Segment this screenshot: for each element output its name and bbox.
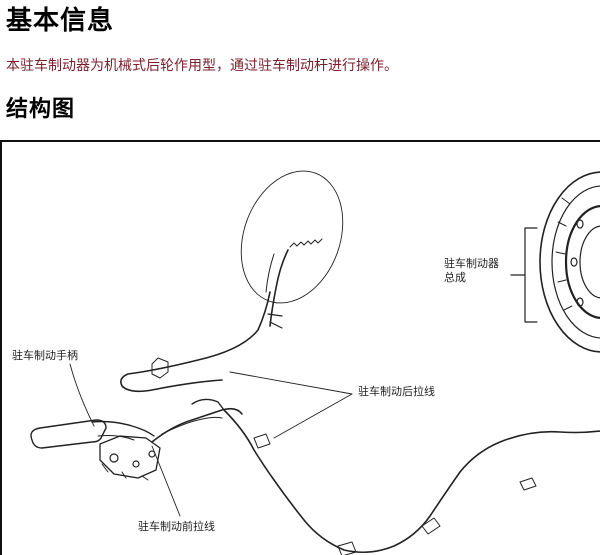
- structure-diagram: 驻车制动器 总成 驻车制动手柄 驻车制动后拉线 驻车制动前拉线: [0, 140, 600, 555]
- front-cable-leader: [151, 445, 181, 517]
- detail-circle: [240, 170, 344, 304]
- front-cable-label: 驻车制动前拉线: [138, 520, 215, 533]
- rear-cable-label: 驻车制动后拉线: [358, 385, 435, 398]
- handle-leader: [69, 363, 95, 427]
- diagram-drawing: [30, 170, 600, 555]
- section-title: 结构图: [6, 97, 76, 122]
- description-text: 本驻车制动器为机械式后轮作用型，通过驻车制动杆进行操作。: [6, 58, 398, 74]
- brake-drum-icon: [539, 171, 600, 353]
- cable-spring: [289, 238, 323, 248]
- rear-cable-main: [223, 409, 600, 554]
- handle-label: 驻车制动手柄: [12, 349, 78, 362]
- assembly-bracket: [510, 227, 538, 323]
- brake-assembly-label-line2: 总成: [444, 271, 466, 284]
- rear-cable-leader-a: [229, 371, 353, 395]
- rear-cable-leader-b: [273, 393, 353, 439]
- page-title: 基本信息: [6, 6, 115, 36]
- rear-cable-upper: [120, 291, 271, 393]
- brake-assembly-label-line1: 驻车制动器: [444, 257, 499, 270]
- handbrake-lever-icon: [30, 419, 161, 481]
- front-cable: [151, 407, 243, 443]
